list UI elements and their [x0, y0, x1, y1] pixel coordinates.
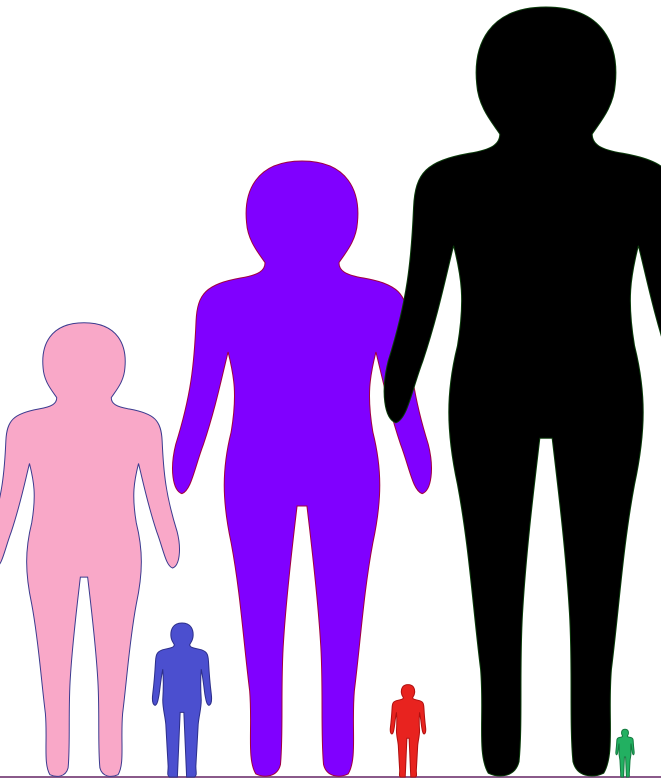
red-man-silhouette — [390, 685, 425, 777]
figures-layer — [0, 7, 661, 777]
black-woman-silhouette — [384, 7, 661, 776]
blue-man-silhouette — [152, 623, 211, 777]
green-man-silhouette — [616, 729, 634, 777]
pink-woman-silhouette — [0, 323, 179, 777]
purple-woman-silhouette — [173, 161, 432, 776]
